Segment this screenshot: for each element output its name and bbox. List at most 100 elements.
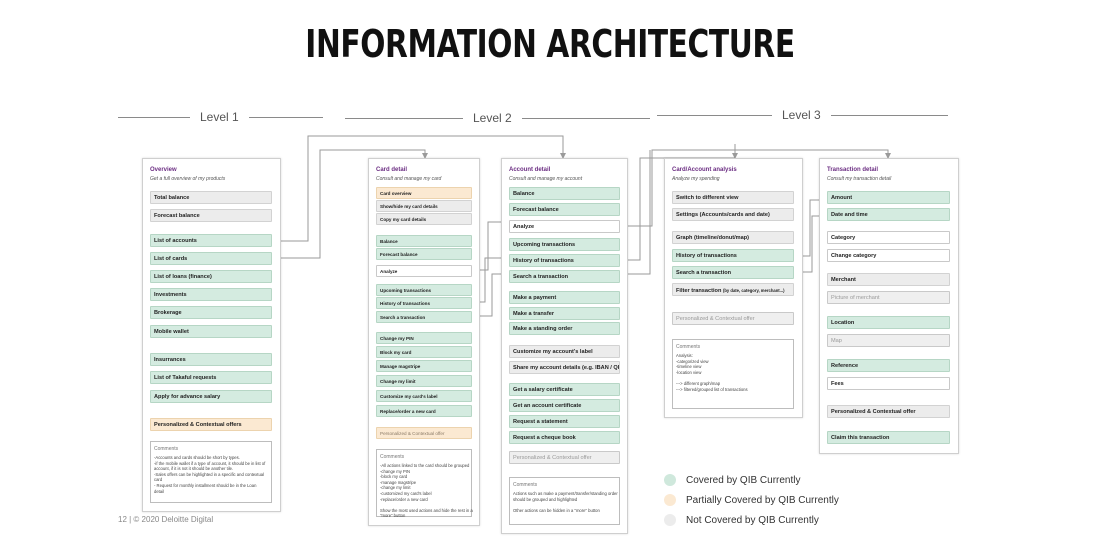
item-block-card[interactable]: Block my card bbox=[376, 346, 472, 358]
item-analyze[interactable]: Analyze bbox=[509, 220, 620, 233]
item-mobile-wallet[interactable]: Mobile wallet bbox=[150, 325, 272, 338]
item-request-cheque-book[interactable]: Request a cheque book bbox=[509, 431, 620, 444]
level-1-label: Level 1 bbox=[200, 110, 239, 124]
overview-subtitle: Get a full overview of my products bbox=[150, 176, 226, 182]
item-account-certificate[interactable]: Get an account certificate bbox=[509, 399, 620, 412]
comment-line: account, if it is not it should be anoth… bbox=[154, 466, 234, 472]
comment-line: -change my limit bbox=[380, 485, 411, 491]
item-fees[interactable]: Fees bbox=[827, 377, 950, 390]
comment-line: -if the mobile wallet if a type of accou… bbox=[154, 460, 266, 466]
comment-line: ---> different graph/map bbox=[676, 380, 721, 386]
item-make-payment[interactable]: Make a payment bbox=[509, 291, 620, 304]
card-detail-title: Card detail bbox=[376, 167, 408, 173]
comment-line: -block my card bbox=[380, 474, 408, 480]
analysis-subtitle: Analyze my spending bbox=[672, 176, 720, 182]
legend-covered: Covered by QIB Currently bbox=[664, 474, 801, 486]
item-settings[interactable]: Settings (Accounts/cards and date) bbox=[672, 208, 794, 221]
item-customize-card-label[interactable]: Customize my card's label bbox=[376, 390, 472, 402]
item-forecast-balance[interactable]: Forecast balance bbox=[150, 209, 272, 222]
item-balance[interactable]: Balance bbox=[509, 187, 620, 200]
item-change-pin[interactable]: Change my PIN bbox=[376, 332, 472, 344]
item-brokerage[interactable]: Brokerage bbox=[150, 306, 272, 319]
overview-title: Overview bbox=[150, 167, 177, 173]
item-filter-transaction[interactable]: Filter transaction (by date, category, m… bbox=[672, 283, 794, 296]
item-card-overview[interactable]: Card overview bbox=[376, 187, 472, 199]
comment-line: -timeline view bbox=[676, 364, 702, 370]
legend-not-covered: Not Covered by QIB Currently bbox=[664, 514, 819, 526]
item-investments[interactable]: Investments bbox=[150, 288, 272, 301]
card-detail-subtitle: Consult and manage my card bbox=[376, 176, 442, 182]
transaction-detail-title: Transaction detail bbox=[827, 167, 879, 173]
item-total-balance[interactable]: Total balance bbox=[150, 191, 272, 204]
item-map[interactable]: Map bbox=[827, 334, 950, 347]
item-customize-account-label[interactable]: Customize my account's label bbox=[509, 345, 620, 358]
item-show-hide-card-details[interactable]: Show/hide my card details bbox=[376, 200, 472, 212]
item-personalized-offer[interactable]: Personalized & Contextual offer bbox=[672, 312, 794, 325]
comment-line: Actions such as make a payment/transfer/… bbox=[513, 491, 618, 496]
comment-line: - Request for monthly installment should… bbox=[154, 482, 257, 488]
item-takaful-requests[interactable]: List of Takaful requests bbox=[150, 371, 272, 384]
item-upcoming-transactions[interactable]: Upcoming transactions bbox=[509, 238, 620, 251]
comments-header: Comments bbox=[513, 482, 538, 488]
item-switch-view[interactable]: Switch to different view bbox=[672, 191, 794, 204]
comment-line: -Accounts and cards should be short by t… bbox=[154, 455, 240, 460]
item-picture-of-merchant[interactable]: Picture of merchant bbox=[827, 291, 950, 304]
item-make-transfer[interactable]: Make a transfer bbox=[509, 307, 620, 320]
comment-line: should be grouped and highlighted bbox=[513, 496, 578, 502]
item-insurrances[interactable]: Insurrances bbox=[150, 353, 272, 366]
item-personalized-offers[interactable]: Personalized & Contextual offers bbox=[150, 418, 272, 431]
item-claim-transaction[interactable]: Claim this transaction bbox=[827, 431, 950, 444]
item-personalized-offer[interactable]: Personalized & Contextual offer bbox=[509, 451, 620, 464]
item-search-transaction[interactable]: Search a transaction bbox=[376, 311, 472, 323]
item-list-of-accounts[interactable]: List of accounts bbox=[150, 234, 272, 247]
item-location[interactable]: Location bbox=[827, 316, 950, 329]
account-detail-title: Account detail bbox=[509, 167, 551, 173]
item-copy-card-details[interactable]: Copy my card details bbox=[376, 213, 472, 225]
item-list-of-loans[interactable]: List of loans (finance) bbox=[150, 270, 272, 283]
level-3-label: Level 3 bbox=[782, 108, 821, 122]
level-2-header: Level 2 bbox=[345, 111, 650, 125]
item-category[interactable]: Category bbox=[827, 231, 950, 244]
item-request-statement[interactable]: Request a statement bbox=[509, 415, 620, 428]
item-upcoming-transactions[interactable]: Upcoming transactions bbox=[376, 284, 472, 296]
item-personalized-offer[interactable]: Personalized & Contextual offer bbox=[376, 427, 472, 439]
comment-line: Other actions can be hidden in a "more" … bbox=[513, 507, 600, 513]
item-forecast-balance[interactable]: Forecast balance bbox=[509, 203, 620, 216]
item-advance-salary[interactable]: Apply for advance salary bbox=[150, 390, 272, 403]
comment-line: -replace/order a new card bbox=[380, 496, 428, 502]
item-history-of-transactions[interactable]: History of transactions bbox=[509, 254, 620, 267]
item-graph[interactable]: Graph (timeline/donut/map) bbox=[672, 231, 794, 244]
item-reference[interactable]: Reference bbox=[827, 359, 950, 372]
item-history-of-transactions[interactable]: History of transactions bbox=[376, 297, 472, 309]
item-date-time[interactable]: Date and time bbox=[827, 208, 950, 221]
account-detail-card: Account detail Consult and manage my acc… bbox=[501, 158, 628, 534]
legend-not-covered-label: Not Covered by QIB Currently bbox=[686, 514, 819, 526]
item-share-account-details[interactable]: Share my account details (e.g. IBAN / QR… bbox=[509, 361, 620, 374]
item-personalized-offer[interactable]: Personalized & Contextual offer bbox=[827, 405, 950, 418]
item-make-standing-order[interactable]: Make a standing order bbox=[509, 322, 620, 335]
item-salary-certificate[interactable]: Get a salary certificate bbox=[509, 383, 620, 396]
item-search-transaction[interactable]: Search a transaction bbox=[509, 270, 620, 283]
comment-line: Analysis: bbox=[676, 353, 693, 358]
item-replace-card[interactable]: Replace/order a new card bbox=[376, 405, 472, 417]
item-list-of-cards[interactable]: List of cards bbox=[150, 252, 272, 265]
item-search-transaction[interactable]: Search a transaction bbox=[672, 266, 794, 279]
level-2-label: Level 2 bbox=[473, 111, 512, 125]
comments-header: Comments bbox=[676, 344, 701, 350]
page-footer: 12 | © 2020 Deloitte Digital bbox=[118, 515, 214, 524]
level-1-header: Level 1 bbox=[118, 110, 323, 124]
item-balance[interactable]: Balance bbox=[376, 235, 472, 247]
item-merchant[interactable]: Merchant bbox=[827, 273, 950, 286]
account-detail-comments: Comments Actions such as make a payment/… bbox=[509, 477, 620, 525]
legend-not-covered-swatch bbox=[664, 514, 676, 526]
item-manage-magstripe[interactable]: Manage magstripe bbox=[376, 360, 472, 372]
legend-covered-swatch bbox=[664, 474, 676, 486]
item-change-limit[interactable]: Change my limit bbox=[376, 375, 472, 387]
legend-partial-label: Partially Covered by QIB Currently bbox=[686, 494, 839, 506]
item-history-of-transactions[interactable]: History of transactions bbox=[672, 249, 794, 262]
item-forecast-balance[interactable]: Forecast balance bbox=[376, 248, 472, 260]
item-analyze[interactable]: Analyze bbox=[376, 265, 472, 277]
filter-label: Filter transaction bbox=[676, 288, 722, 294]
item-amount[interactable]: Amount bbox=[827, 191, 950, 204]
item-change-category[interactable]: Change category bbox=[827, 249, 950, 262]
